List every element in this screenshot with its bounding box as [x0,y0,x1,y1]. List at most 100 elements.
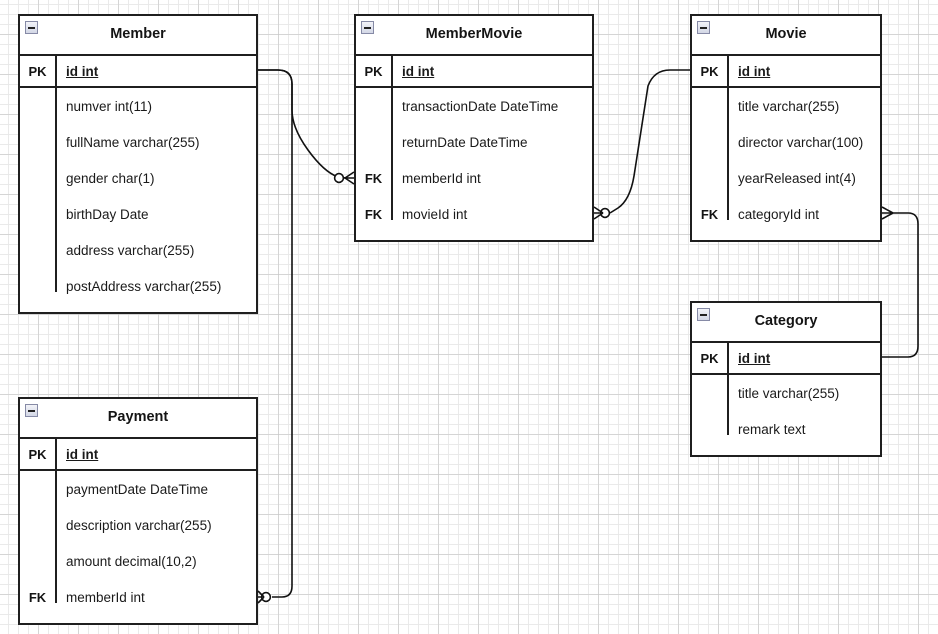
attribute-row[interactable]: title varchar(255) [692,375,880,411]
minus-box-icon[interactable] [25,21,38,34]
attribute-name: id int [738,63,771,79]
attribute-name: title varchar(255) [738,98,840,114]
column-divider [727,88,729,220]
attribute-list: transactionDate DateTime returnDate Date… [356,88,592,240]
entity-name: Category [754,313,818,329]
attribute-row[interactable]: description varchar(255) [20,507,256,543]
entity-title: Member [20,16,256,54]
attribute-name: movieId int [402,206,468,222]
attribute-row[interactable]: paymentDate DateTime [20,471,256,507]
column-divider [391,88,393,220]
primary-key-row[interactable]: PK id int [692,54,880,88]
entity-member[interactable]: Member PK id int numver int(11) fullName… [18,14,258,314]
attribute-name: transactionDate DateTime [402,98,559,114]
attribute-name: returnDate DateTime [402,134,528,150]
attribute-row[interactable]: FK memberId int [20,579,256,615]
attribute-name: categoryId int [738,206,820,222]
column-divider [55,471,57,603]
key-label [20,507,55,543]
key-label [20,124,55,160]
entity-name: Payment [107,409,169,425]
entity-title: Payment [20,399,256,437]
primary-key-row[interactable]: PK id int [20,54,256,88]
attribute-name: paymentDate DateTime [66,481,209,497]
primary-key-row[interactable]: PK id int [356,54,592,88]
column-divider [727,375,729,435]
attribute-row[interactable]: transactionDate DateTime [356,88,592,124]
attribute-name: memberId int [402,170,481,186]
key-label: FK [700,206,719,222]
attribute-row[interactable]: director varchar(100) [692,124,880,160]
key-label [692,375,727,411]
attribute-name: fullName varchar(255) [66,134,200,150]
attribute-row[interactable]: FK categoryId int [692,196,880,232]
relationship-member-membermovie[interactable] [258,69,355,185]
entity-title: Movie [692,16,880,54]
key-label [20,196,55,232]
attribute-row[interactable]: FK memberId int [356,160,592,196]
key-label [692,411,727,447]
key-label: PK [20,439,57,469]
entity-membermovie[interactable]: MemberMovie PK id int transactionDate Da… [354,14,594,242]
minus-box-icon[interactable] [361,21,374,34]
attribute-name: director varchar(100) [738,134,864,150]
attribute-row[interactable]: amount decimal(10,2) [20,543,256,579]
entity-category[interactable]: Category PK id int title varchar(255) re… [690,301,882,457]
relationship-member-payment[interactable] [257,69,293,604]
minus-box-icon[interactable] [25,404,38,417]
attribute-name: amount decimal(10,2) [66,553,197,569]
attribute-name: id int [66,446,99,462]
attribute-list: title varchar(255) remark text [692,375,880,455]
minus-box-icon[interactable] [697,21,710,34]
attribute-name: id int [738,350,771,366]
key-label: PK [20,56,57,86]
entity-payment[interactable]: Payment PK id int paymentDate DateTime d… [18,397,258,625]
attribute-row[interactable]: FK movieId int [356,196,592,232]
attribute-name: numver int(11) [66,98,153,114]
attribute-row[interactable]: address varchar(255) [20,232,256,268]
key-label: PK [692,343,729,373]
key-label: FK [364,170,383,186]
key-label: FK [28,589,47,605]
entity-name: Movie [765,26,807,42]
attribute-list: numver int(11) fullName varchar(255) gen… [20,88,256,312]
key-label: PK [692,56,729,86]
relationship-movie-category[interactable] [881,206,919,358]
key-label: FK [364,206,383,222]
key-label [692,124,727,160]
relationship-movie-membermovie[interactable] [593,69,690,220]
key-label [356,88,391,124]
key-label [20,543,55,579]
attribute-row[interactable]: fullName varchar(255) [20,124,256,160]
entity-movie[interactable]: Movie PK id int title varchar(255) direc… [690,14,882,242]
key-label [692,160,727,196]
attribute-row[interactable]: returnDate DateTime [356,124,592,160]
minus-box-icon[interactable] [697,308,710,321]
attribute-row[interactable]: gender char(1) [20,160,256,196]
primary-key-row[interactable]: PK id int [692,341,880,375]
attribute-list: title varchar(255) director varchar(100)… [692,88,880,240]
entity-name: Member [110,26,166,42]
attribute-name: yearReleased int(4) [738,170,856,186]
key-label [20,232,55,268]
attribute-list: paymentDate DateTime description varchar… [20,471,256,623]
key-label: PK [356,56,393,86]
key-label [20,471,55,507]
key-label [356,124,391,160]
attribute-name: remark text [738,421,806,437]
attribute-name: id int [402,63,435,79]
primary-key-row[interactable]: PK id int [20,437,256,471]
attribute-name: memberId int [66,589,145,605]
entity-title: Category [692,303,880,341]
column-divider [55,88,57,292]
attribute-row[interactable]: postAddress varchar(255) [20,268,256,304]
attribute-name: id int [66,63,99,79]
key-label [20,88,55,124]
attribute-name: birthDay Date [66,206,149,222]
attribute-row[interactable]: remark text [692,411,880,447]
attribute-row[interactable]: birthDay Date [20,196,256,232]
attribute-row[interactable]: numver int(11) [20,88,256,124]
attribute-row[interactable]: title varchar(255) [692,88,880,124]
attribute-row[interactable]: yearReleased int(4) [692,160,880,196]
